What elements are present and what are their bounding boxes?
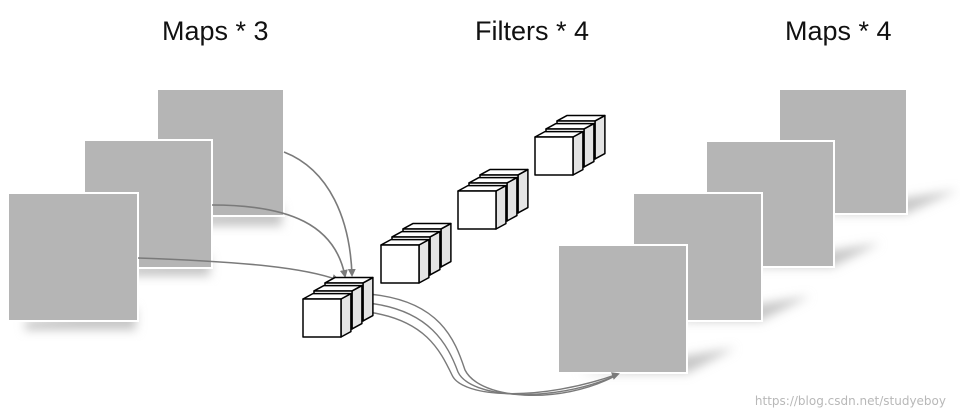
filters-label: Filters * 4 xyxy=(475,16,590,46)
filter-cube xyxy=(302,292,352,338)
connection-arrow xyxy=(367,293,616,396)
filter-cube xyxy=(457,184,507,230)
input-map xyxy=(7,192,139,330)
output-map xyxy=(557,244,735,374)
filter-kernel xyxy=(457,168,529,230)
filter-kernel xyxy=(534,114,606,176)
connection-arrow xyxy=(367,311,620,395)
connection-arrow xyxy=(367,302,616,396)
filter-cube xyxy=(534,130,584,176)
filter-kernel xyxy=(380,222,452,284)
connection-arrow xyxy=(211,204,348,278)
connection-arrow xyxy=(137,257,340,282)
input-maps-label: Maps * 3 xyxy=(162,16,269,46)
output-maps xyxy=(557,88,958,374)
output-maps-label: Maps * 4 xyxy=(785,16,892,46)
filter-cube xyxy=(380,238,430,284)
filters xyxy=(302,114,606,338)
connection-arrow xyxy=(283,151,356,277)
filter-kernel xyxy=(302,276,374,338)
input-maps xyxy=(7,88,285,330)
output-connections xyxy=(367,293,620,396)
watermark-text: https://blog.csdn.net/studyeboy xyxy=(754,394,946,408)
input-connections xyxy=(137,151,356,282)
